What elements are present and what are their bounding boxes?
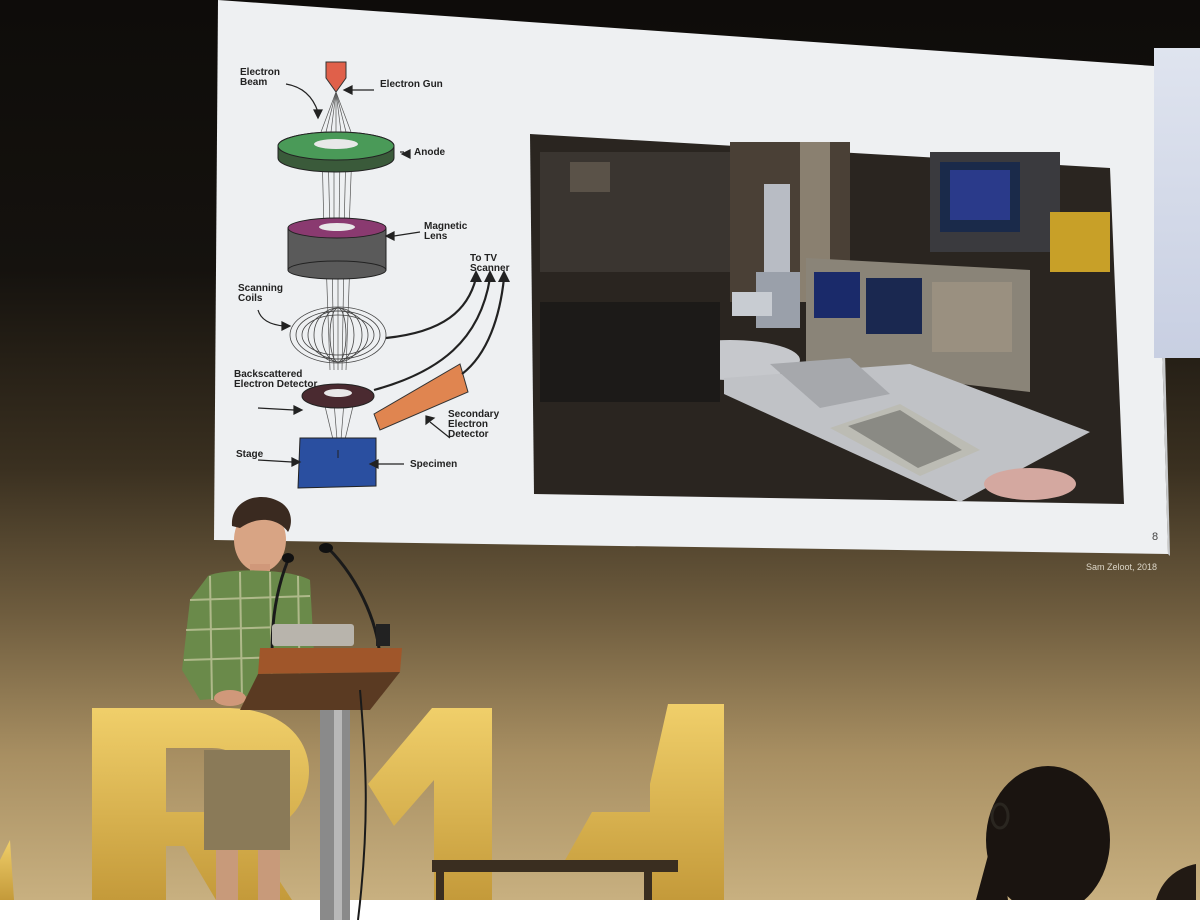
label-specimen: Specimen (410, 459, 458, 470)
label-backscattered-detector: Backscattered Electron Detector (234, 369, 318, 390)
audience-silhouette (976, 766, 1196, 900)
projection-slide: Electron Beam Electron Gun Anode Magneti… (214, 0, 1170, 556)
label-secondary-detector: Secondary Electron Detector (448, 409, 500, 440)
podium (240, 543, 402, 920)
label-anode: Anode (414, 147, 446, 158)
label-magnetic-lens: Magnetic Lens (424, 221, 468, 242)
side-screen (1154, 48, 1200, 358)
sign-letter-4 (564, 704, 724, 900)
label-scanning-coils: Scanning Coils (238, 283, 284, 304)
secondary-detector-shape (373, 363, 469, 431)
sign-letter-1 (368, 708, 492, 900)
laptop (272, 624, 354, 646)
sign-edge-letter (0, 840, 14, 900)
scanning-coils (289, 306, 387, 364)
speaker-head (234, 508, 286, 572)
sem-diagram (257, 61, 510, 489)
label-to-tv-scanner: To TV Scanner (470, 253, 510, 274)
specimen-block (297, 437, 377, 489)
slide-page-number: 8 (1152, 531, 1159, 543)
slide-credit: Sam Zeloot, 2018 (1086, 562, 1158, 572)
lab-photo (530, 134, 1124, 504)
label-electron-gun: Electron Gun (380, 79, 443, 90)
label-stage: Stage (236, 449, 264, 460)
label-electron-beam: Electron Beam (240, 67, 281, 88)
electron-gun-shape (325, 61, 347, 93)
